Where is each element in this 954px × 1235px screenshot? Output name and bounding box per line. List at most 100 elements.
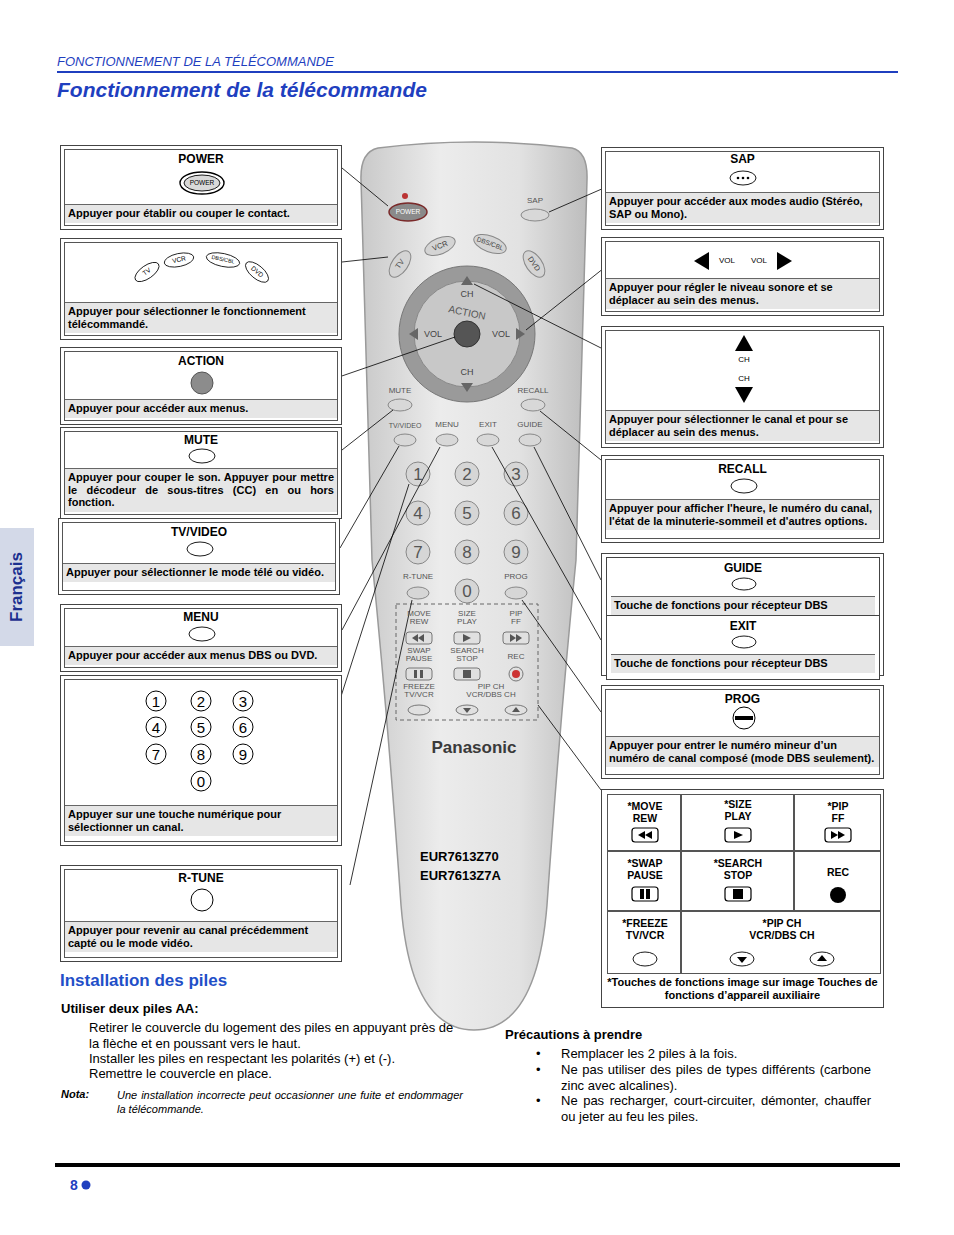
button-icon-part bbox=[191, 771, 211, 791]
remote-body-part-part bbox=[505, 705, 527, 715]
remote-body-part-part bbox=[406, 668, 432, 680]
button-label: SEARCH STOP bbox=[448, 647, 486, 663]
callout-description: Appuyer pour établir ou couper le contac… bbox=[65, 204, 337, 223]
callout-description: Appuyer pour régler le niveau sonore et … bbox=[606, 278, 879, 309]
remote-body-part-part bbox=[455, 501, 479, 525]
table-cell: *FREEZE TV/VCR bbox=[607, 911, 681, 974]
remote-body-part-part bbox=[516, 634, 522, 642]
digit-key: 0 bbox=[462, 583, 471, 600]
button-label: MOVE REW bbox=[404, 610, 434, 626]
callout-description: Touche de fonctions pour récepteur DBS bbox=[611, 654, 875, 673]
remote-body-part-part bbox=[420, 670, 423, 678]
button-icon-part bbox=[640, 889, 644, 899]
instruction-text: Remettre le couvercle en place. bbox=[89, 1066, 464, 1082]
button-label: DVD bbox=[250, 265, 265, 279]
remote-body-part bbox=[422, 233, 458, 260]
button-callout: MUTEAppuyer pour couper le son. Appuyer … bbox=[60, 427, 342, 519]
button-label: CH bbox=[461, 290, 474, 299]
remote-body-part bbox=[399, 266, 535, 402]
callout-heading: EXIT bbox=[607, 619, 879, 633]
button-icon-part bbox=[737, 177, 740, 180]
button-icon-part bbox=[233, 744, 253, 764]
instruction-text: Retirer le couvercle du logement des pil… bbox=[89, 1020, 464, 1051]
callout-description: Appuyer pour accéder aux modes audio (St… bbox=[606, 192, 879, 223]
remote-body-part bbox=[389, 203, 427, 221]
page-title: Fonctionnement de la télécommande bbox=[57, 78, 427, 102]
digit-label: 5 bbox=[197, 720, 205, 735]
digit-key: 6 bbox=[511, 505, 520, 522]
leader-lines-part bbox=[336, 484, 409, 712]
callout-description: Appuyer pour sélectionner le mode télé o… bbox=[63, 563, 335, 582]
table-cell: *SIZE PLAY bbox=[681, 794, 794, 851]
button-label: VOL bbox=[719, 257, 735, 265]
remote-body-part-part bbox=[455, 462, 479, 486]
leader-lines-part bbox=[534, 447, 601, 580]
digit-key: 1 bbox=[413, 466, 422, 483]
remote-body-part bbox=[406, 632, 529, 715]
callout-description: Appuyer pour revenir au canal précédemme… bbox=[65, 921, 337, 952]
digit-key: 2 bbox=[462, 466, 471, 483]
button-label: SAP bbox=[527, 197, 543, 205]
button-icon-part bbox=[146, 717, 166, 737]
button-label: GUIDE bbox=[517, 421, 542, 429]
remote-body-part-part bbox=[414, 670, 417, 678]
remote-body-part bbox=[436, 434, 458, 446]
button-icon-part bbox=[189, 627, 215, 641]
button-icon-part bbox=[817, 955, 827, 961]
remote-body-part bbox=[521, 209, 549, 221]
remote-body-part bbox=[471, 231, 508, 258]
button-label: PIP CH VCR/DBS CH bbox=[465, 683, 517, 699]
remote-body-part bbox=[394, 434, 416, 446]
button-icon-part bbox=[733, 707, 755, 729]
callout-heading: R-TUNE bbox=[61, 871, 341, 885]
table-cell: *SWAP PAUSE bbox=[607, 851, 681, 911]
remote-body-part-part bbox=[454, 632, 480, 644]
button-icon-part bbox=[735, 387, 753, 403]
cell-label: REC bbox=[818, 866, 858, 878]
callout-heading: MENU bbox=[61, 610, 341, 624]
button-icon-part bbox=[633, 952, 657, 966]
bullet: • bbox=[536, 1062, 541, 1078]
button-icon-part bbox=[694, 252, 709, 270]
callout-heading: RECALL bbox=[602, 462, 883, 476]
cell-label: *FREEZE TV/VCR bbox=[618, 917, 672, 941]
page-number: 8 bbox=[70, 1177, 78, 1193]
callout-description: Appuyer pour sélectionner le canal et po… bbox=[606, 410, 879, 441]
digit-key: 8 bbox=[462, 544, 471, 561]
digit-label: 6 bbox=[239, 720, 247, 735]
instruction-text: Installer les piles en respectant les po… bbox=[89, 1051, 464, 1067]
button-icon-part bbox=[233, 691, 253, 711]
button-label: REC bbox=[508, 653, 525, 661]
remote-body-part bbox=[516, 328, 525, 340]
button-icon-part bbox=[725, 828, 751, 842]
digit-key: 9 bbox=[511, 544, 520, 561]
button-label: MUTE bbox=[389, 387, 412, 395]
section-heading: Installation des piles bbox=[60, 971, 227, 991]
button-label: CH bbox=[738, 375, 750, 383]
leader-lines-part bbox=[549, 188, 604, 212]
leader-lines-part bbox=[522, 600, 601, 712]
button-icon-part bbox=[187, 542, 213, 556]
remote-body-part-part bbox=[503, 632, 529, 644]
callout-description: Appuyer pour afficher l'heure, le numéro… bbox=[606, 499, 879, 530]
button-icon-part bbox=[638, 831, 645, 839]
leader-lines-part bbox=[336, 337, 455, 378]
button-callout: GUIDETouche de fonctions pour récepteur … bbox=[606, 557, 880, 622]
remote-body-part-part bbox=[510, 634, 516, 642]
button-icon-part bbox=[132, 250, 272, 286]
callout-description: Appuyer pour couper le son. Appuyer pour… bbox=[65, 468, 337, 512]
page-rules-part bbox=[55, 1163, 900, 1167]
remote-body-part bbox=[519, 247, 549, 281]
button-icon-part bbox=[777, 252, 792, 270]
button-icon-part-part bbox=[163, 251, 195, 270]
remote-body-part bbox=[519, 434, 541, 446]
button-callout: R-TUNE Appuyer pour revenir au canal préc… bbox=[60, 865, 342, 962]
button-icon-part bbox=[825, 828, 851, 842]
button-label: POWER bbox=[396, 209, 421, 216]
keypad-callout: 1234567890Appuyer sur une touche numériq… bbox=[60, 675, 342, 846]
remote-body-part-part bbox=[455, 540, 479, 564]
remote-body-part bbox=[396, 604, 538, 720]
remote-body-part-part bbox=[463, 708, 471, 713]
button-callout: MENUAppuyer pour accéder aux menus DBS o… bbox=[60, 604, 342, 672]
callout-description: Appuyer pour sélectionner le fonctionnem… bbox=[65, 302, 337, 333]
